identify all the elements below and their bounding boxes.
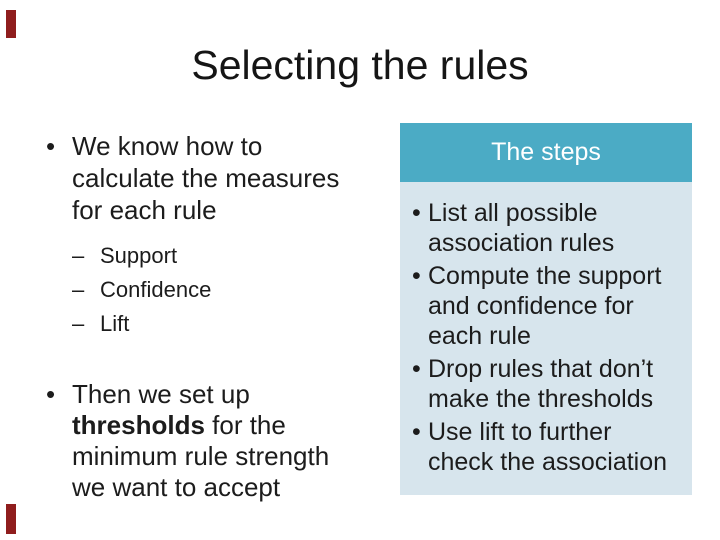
step-item: • Use lift to further check the associat…	[412, 417, 692, 477]
bullet-text: Then we set up thresholds for the minimu…	[72, 379, 362, 503]
sub-bullet-text: Support	[100, 243, 178, 268]
text-run: for the minimum rule strength we want to…	[72, 410, 330, 502]
sub-bullet-text: Confidence	[100, 277, 212, 302]
bullet-text: We know how to calculate the measures fo…	[72, 131, 340, 225]
left-edge-accent-bottom-bar	[6, 504, 16, 534]
bullet-dot-icon: •	[412, 199, 421, 227]
step-item: • Compute the support and confidence for…	[412, 261, 692, 351]
step-item: • List all possible association rules	[412, 198, 692, 258]
step-text: List all possible association rules	[428, 199, 615, 257]
step-text: Compute the support and confidence for e…	[428, 262, 662, 350]
step-text: Use lift to further check the associatio…	[428, 418, 668, 476]
bullet-dot-icon: •	[46, 131, 56, 161]
steps-panel: The steps • List all possible associatio…	[400, 123, 692, 495]
sub-bullet-confidence: – Confidence	[72, 273, 368, 307]
dash-marker-icon: –	[72, 277, 85, 302]
sub-bullet-list: – Support – Confidence – Lift	[72, 239, 368, 341]
sub-bullet-text: Lift	[100, 311, 130, 336]
dash-marker-icon: –	[72, 311, 85, 336]
text-run-bold: thresholds	[72, 410, 205, 440]
left-edge-accent-top-bar	[6, 10, 16, 38]
bullet-dot-icon: •	[412, 355, 421, 383]
sub-bullet-lift: – Lift	[72, 307, 368, 341]
steps-panel-header: The steps	[400, 123, 692, 182]
dash-marker-icon: –	[72, 243, 85, 268]
bullet-dot-icon: •	[412, 262, 421, 290]
text-run: Then we set up	[72, 379, 250, 409]
sub-bullet-support: – Support	[72, 239, 368, 273]
bullet-item-measures: • We know how to calculate the measures …	[46, 130, 368, 226]
bullet-dot-icon: •	[412, 418, 421, 446]
step-text: Drop rules that don’t make the threshold…	[428, 355, 654, 413]
bullet-item-thresholds: • Then we set up thresholds for the mini…	[46, 379, 368, 503]
bullet-dot-icon: •	[46, 379, 56, 409]
content-text-block: • We know how to calculate the measures …	[46, 130, 368, 503]
steps-panel-body: • List all possible association rules • …	[400, 182, 692, 495]
step-item: • Drop rules that don’t make the thresho…	[412, 354, 692, 414]
slide-title: Selecting the rules	[191, 42, 529, 88]
